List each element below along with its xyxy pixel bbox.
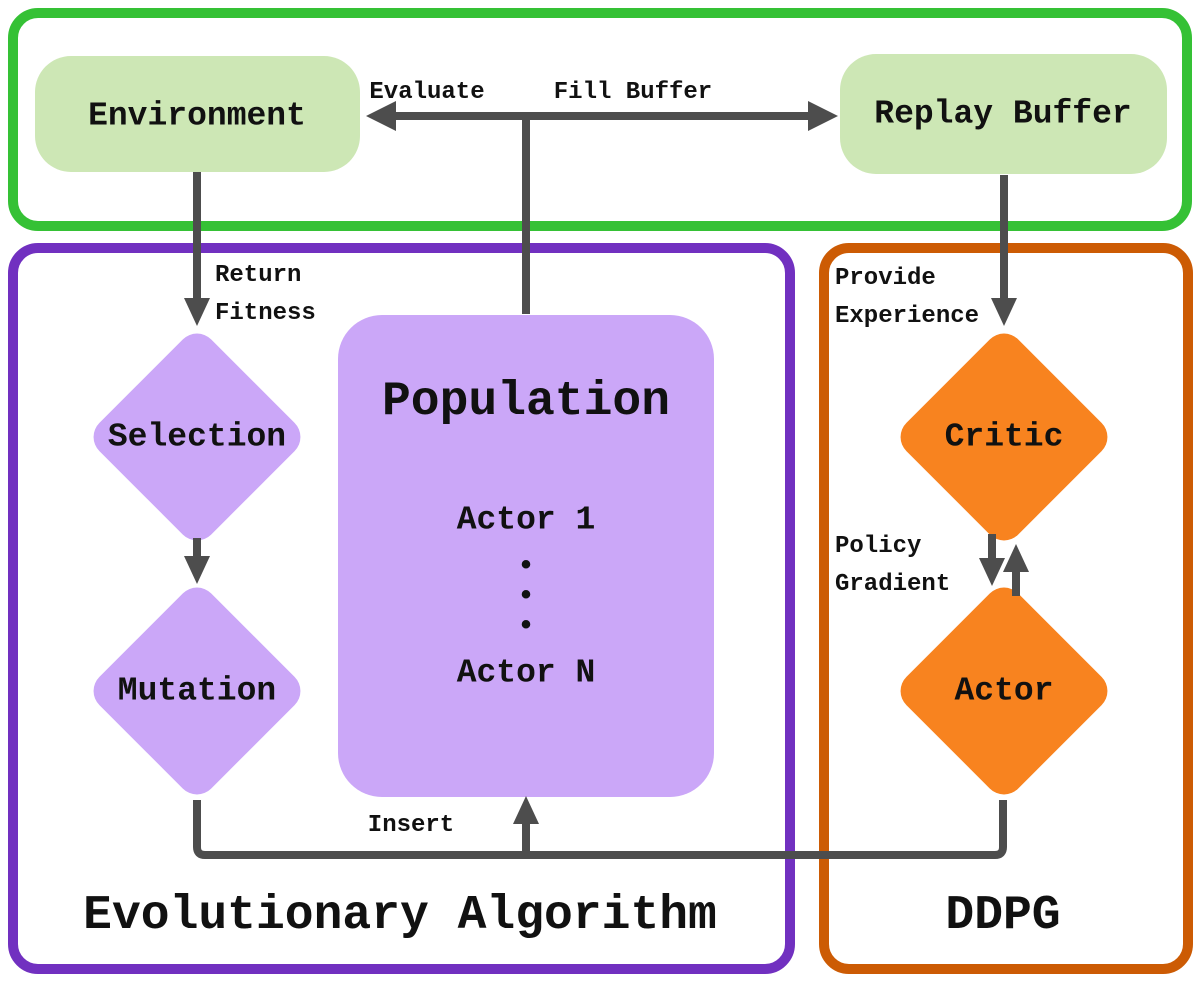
- replay-buffer-node: [840, 54, 1167, 174]
- ea-section-title: Evolutionary Algorithm: [83, 889, 717, 943]
- mutation-label: Mutation: [117, 672, 277, 710]
- return-fitness-line2: Fitness: [215, 300, 316, 327]
- provide-experience-label: Provide Experience: [835, 260, 979, 336]
- population-node: [338, 315, 714, 797]
- fill-buffer-label: Fill Buffer: [553, 79, 713, 106]
- environment-node: [35, 56, 360, 172]
- evaluate-label: Evaluate: [369, 79, 485, 106]
- ea-section-box: [8, 243, 795, 974]
- critic-label: Critic: [944, 418, 1064, 456]
- policy-gradient-line1: Policy: [835, 533, 922, 560]
- selection-label: Selection: [107, 418, 287, 456]
- replay-buffer-label: Replay Buffer: [874, 95, 1132, 133]
- actor-label: Actor: [954, 672, 1054, 710]
- population-actor-1-label: Actor 1: [456, 501, 596, 539]
- policy-gradient-label: Policy Gradient: [835, 528, 950, 604]
- insert-label: Insert: [367, 812, 455, 839]
- ddpg-section-title: DDPG: [945, 889, 1061, 943]
- top-section-box: [8, 8, 1192, 231]
- return-fitness-line1: Return: [215, 262, 302, 289]
- provide-experience-line1: Provide: [835, 265, 936, 292]
- provide-experience-line2: Experience: [835, 303, 980, 330]
- population-title: Population: [381, 375, 671, 429]
- policy-gradient-line2: Gradient: [835, 571, 951, 598]
- return-fitness-label: Return Fitness: [215, 257, 316, 333]
- population-ellipsis-dots: • • •: [516, 550, 536, 644]
- environment-label: Environment: [88, 97, 306, 135]
- population-actor-n-label: Actor N: [456, 654, 596, 692]
